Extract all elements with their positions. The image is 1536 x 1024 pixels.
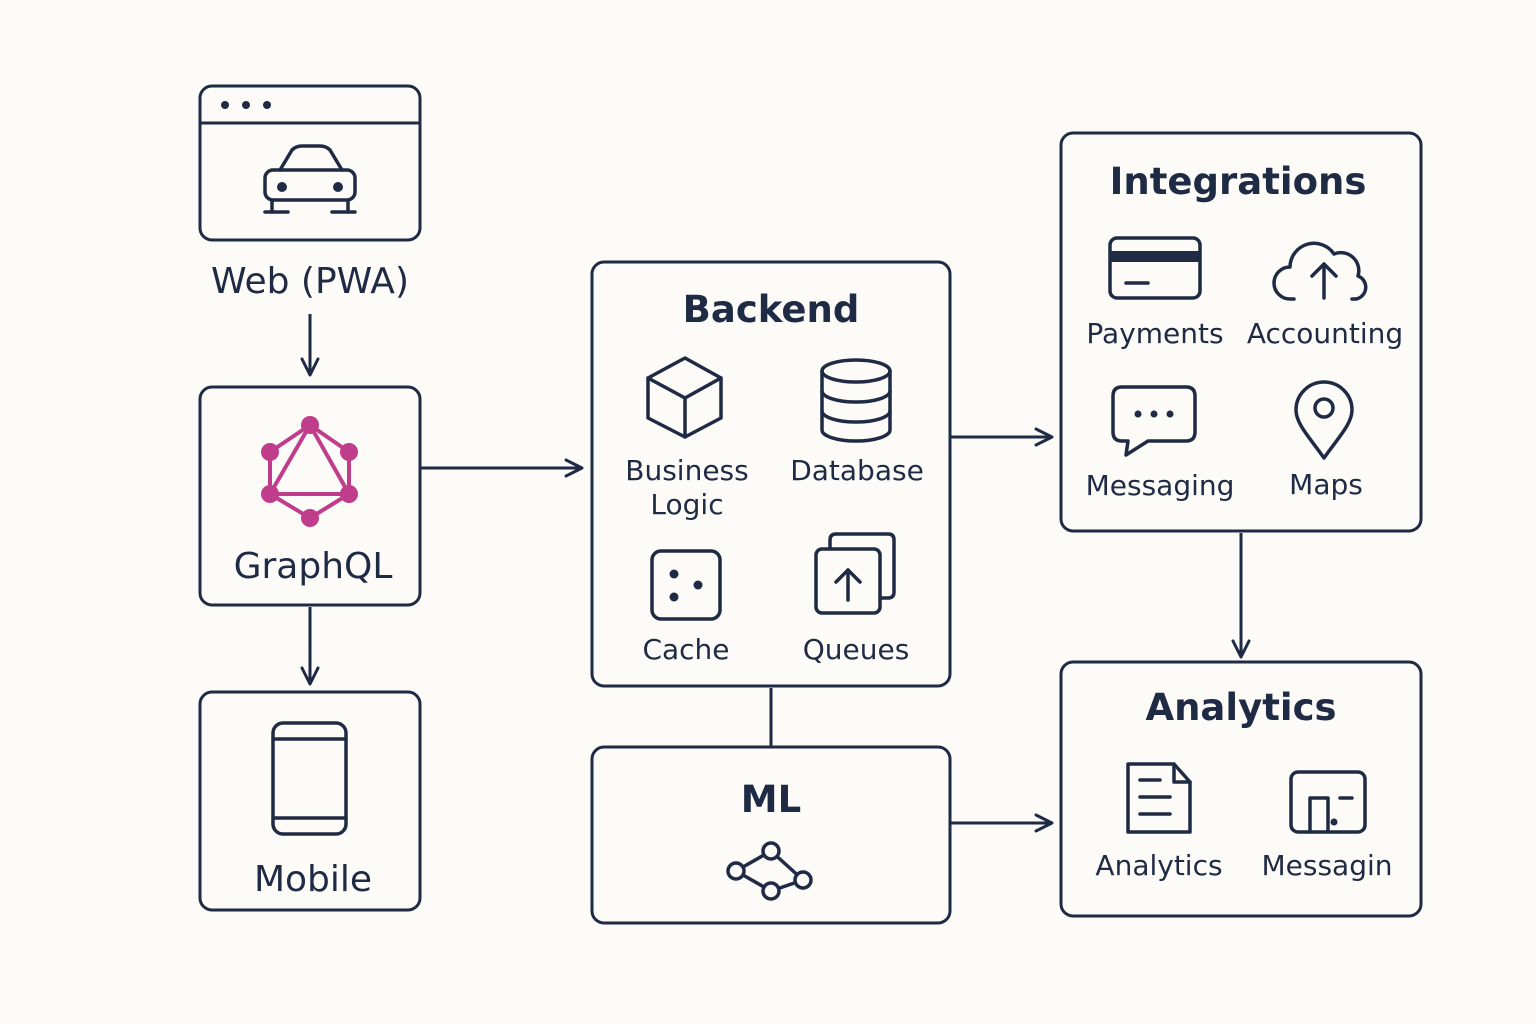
node-web: Web (PWA) — [198, 84, 422, 302]
cube-icon — [646, 356, 723, 439]
dashboard-icon — [1289, 770, 1367, 834]
cloud-upload-icon — [1272, 241, 1368, 301]
edges — [300, 314, 1251, 833]
node-ml: ML — [590, 745, 952, 925]
document-icon — [1126, 762, 1192, 834]
cache-label: Cache — [642, 633, 729, 666]
accounting-label: Accounting — [1247, 317, 1403, 350]
queues-label: Queues — [803, 633, 910, 666]
graphql-logo-icon — [261, 416, 358, 527]
node-integrations: Integrations Payments Accounting Messagi… — [1059, 131, 1423, 533]
backend-title: Backend — [683, 288, 860, 331]
analytics-item-label: Analytics — [1095, 849, 1222, 882]
business-logic-label-line1: Business — [625, 454, 748, 487]
graphql-label: GraphQL — [234, 546, 393, 587]
ml-title: ML — [741, 778, 801, 821]
dice-icon — [650, 549, 722, 621]
node-mobile: Mobile — [198, 690, 422, 912]
database-icon — [820, 358, 892, 443]
mobile-label: Mobile — [254, 859, 372, 900]
web-label: Web (PWA) — [211, 261, 409, 302]
analytics-messaging-label: Messagin — [1261, 849, 1392, 882]
smartphone-icon — [271, 721, 348, 836]
payments-label: Payments — [1086, 317, 1223, 350]
database-label: Database — [790, 454, 924, 487]
maps-label: Maps — [1289, 468, 1363, 501]
credit-card-icon — [1108, 236, 1202, 300]
integrations-title: Integrations — [1110, 160, 1367, 203]
analytics-title: Analytics — [1145, 686, 1336, 729]
car-in-browser-icon — [198, 84, 422, 242]
business-logic-label-line2: Logic — [650, 488, 723, 521]
chat-bubble-icon — [1111, 385, 1197, 457]
node-analytics: Analytics Analytics Messagin — [1059, 660, 1423, 918]
network-graph-icon — [726, 841, 813, 901]
node-graphql: GraphQL — [198, 385, 422, 607]
upload-stack-icon — [814, 532, 896, 615]
node-backend: Backend Business Logic Database Cache — [590, 260, 952, 688]
messaging-label: Messaging — [1086, 469, 1235, 502]
map-pin-icon — [1294, 380, 1354, 460]
